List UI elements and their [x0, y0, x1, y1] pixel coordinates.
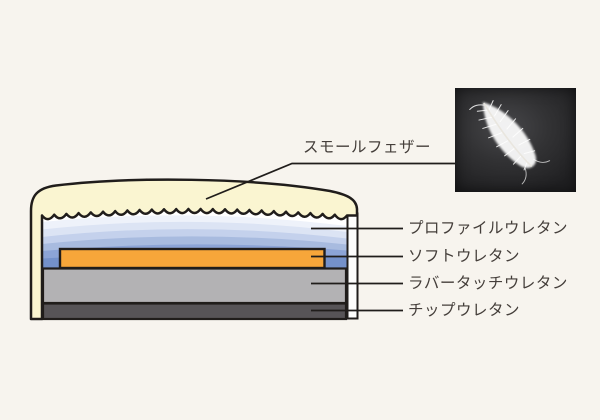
layer-chip-urethane	[41, 302, 348, 321]
label-rubber-touch-urethane: ラバータッチウレタン	[408, 275, 568, 292]
leader-line-small-feather	[205, 162, 455, 200]
layer-soft-urethane	[58, 247, 326, 270]
label-soft-urethane: ソフトウレタン	[408, 248, 521, 265]
feather-photo	[455, 88, 576, 192]
feather-icon	[469, 100, 551, 185]
layer-rubber-touch-urethane	[41, 267, 348, 305]
label-chip-urethane: チップウレタン	[408, 302, 521, 319]
label-small-feather: スモールフェザー	[303, 139, 432, 156]
label-profile-urethane: プロファイルウレタン	[408, 220, 569, 237]
cover-shell	[29, 178, 359, 321]
